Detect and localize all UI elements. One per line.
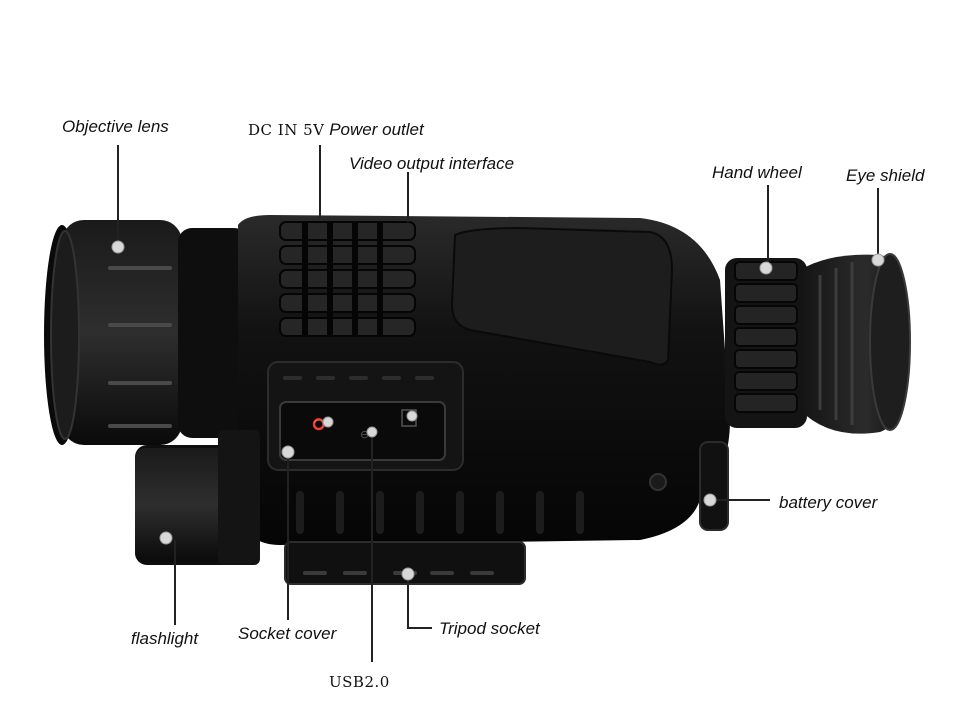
socket-cover: ⭕- ⊖ [267,361,464,471]
label-battery-cover: battery cover [779,493,878,512]
flashlight [135,430,260,565]
label-power-outlet-group: DC IN 5V Power outlet [248,121,424,138]
label-dc-in: DC IN 5V [248,121,325,139]
label-objective-lens: Objective lens [62,117,169,136]
eye-shield [800,253,911,434]
battery-cover [699,441,729,531]
main-body: ⭕- ⊖ [238,215,730,545]
label-tripod-socket: Tripod socket [439,619,540,638]
label-hand-wheel: Hand wheel [712,163,802,182]
svg-text:⊖: ⊖ [360,428,369,441]
hand-wheel [725,258,807,428]
callout-dots [111,240,885,581]
objective-lens [44,220,248,445]
label-flashlight: flashlight [131,629,199,648]
label-power-outlet: Power outlet [329,120,424,139]
label-usb: USB2.0 [329,673,390,691]
ribbed-section [279,221,416,337]
label-socket-cover: Socket cover [238,624,337,643]
label-eye-shield: Eye shield [846,166,925,185]
label-video-output: Video output interface [349,154,515,173]
callout-lines [117,145,879,662]
